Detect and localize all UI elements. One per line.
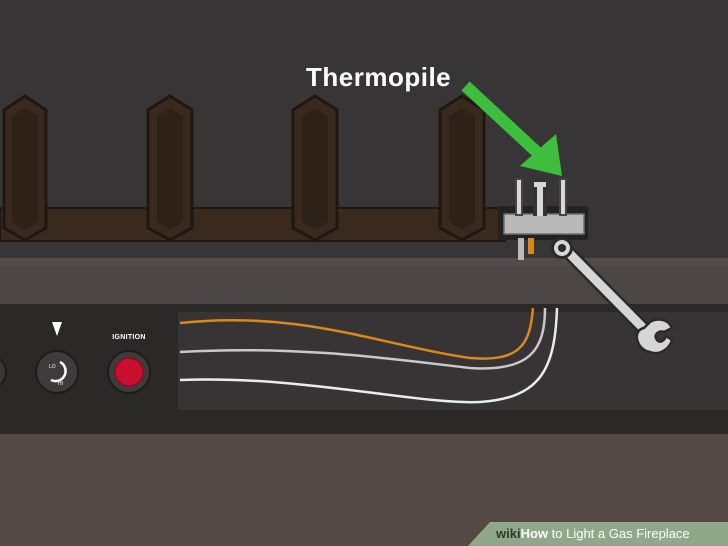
burner-post bbox=[2, 94, 48, 242]
watermark-title: to Light a Gas Fireplace bbox=[548, 526, 690, 541]
burner-post bbox=[146, 94, 194, 242]
wire-white bbox=[179, 307, 559, 404]
wrench-icon bbox=[551, 237, 674, 355]
knob-indicator-icon bbox=[52, 322, 62, 336]
burner-post bbox=[291, 94, 339, 242]
wikihow-watermark: wikiHow to Light a Gas Fireplace bbox=[468, 522, 728, 546]
wire-orange bbox=[179, 307, 535, 360]
knob-label-lo: LO bbox=[49, 364, 56, 370]
callout-arrow-icon bbox=[461, 81, 562, 176]
ignition-label: IGNITION bbox=[112, 334, 146, 341]
hearth-ledge bbox=[0, 258, 728, 266]
knob-label-hi: HI bbox=[58, 381, 63, 387]
watermark-title-bold: How bbox=[520, 526, 549, 541]
ignition-button[interactable] bbox=[107, 350, 151, 394]
gas-control-knob[interactable]: LO HI bbox=[35, 350, 79, 394]
thermopile-assembly bbox=[498, 178, 588, 260]
thermopile-label: Thermopile bbox=[306, 62, 452, 92]
side-knob[interactable] bbox=[0, 356, 7, 388]
burner-post bbox=[438, 94, 486, 242]
wire-gray bbox=[179, 307, 547, 370]
burner-bar bbox=[0, 207, 506, 242]
watermark-brand: wiki bbox=[496, 526, 521, 541]
